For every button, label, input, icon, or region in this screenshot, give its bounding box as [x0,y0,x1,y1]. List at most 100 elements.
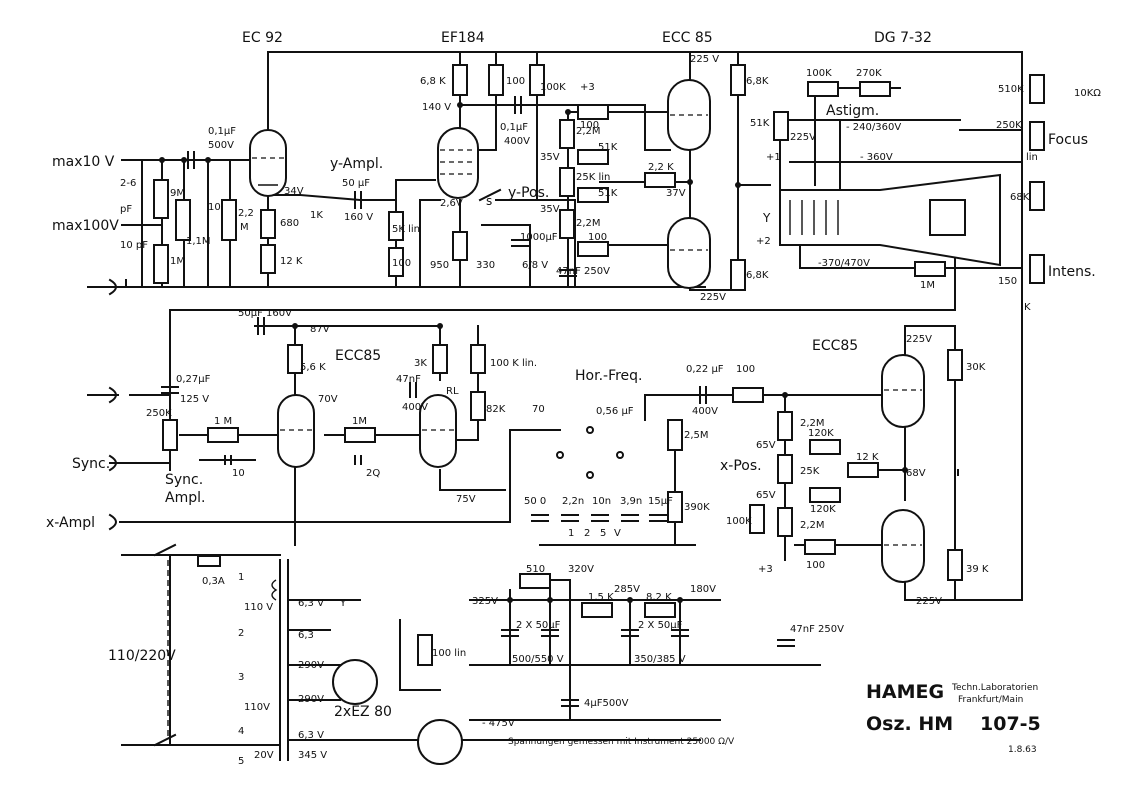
r-100f-label: 100 [806,560,825,571]
v-26-label: 2,6V [440,198,463,209]
v-225c-label: 225V [700,292,726,303]
r-22M-x-label: 2,2M [800,418,825,429]
n-3-label: +3 [580,82,595,93]
v-285-label: 285V [614,584,640,595]
r-51K-a-label: 51K [598,142,618,153]
c-022uF-label: 0,22 µF [686,364,724,375]
r-1M-s1-label: 1 M [214,416,232,427]
model-number: 107-5 [980,713,1041,735]
label-focus: Focus [1048,132,1088,148]
r-100c-label: 100 [580,120,599,131]
c-70-label: 70 [532,404,545,415]
tube-label-ecc85-x: ECC85 [812,338,858,354]
v-475-label: - 475V [482,718,515,729]
step-3-label: 5 [600,528,606,539]
measurement-note: Spannungen gemessen mit Instrument 25000… [508,737,735,747]
tap-2-label: 2 [238,628,244,639]
cap-5-label: 15µF [648,496,673,507]
label-y-pos: y-Pos. [508,185,549,201]
input-label-mains: 110/220V [108,648,176,664]
r-39K-label: 39 K [966,564,989,575]
rl-label: RL [446,386,459,397]
v-35b-label: 35V [540,204,560,215]
c-1000uF-label: 1000µF [520,232,558,243]
r-510K-label: 510K [998,84,1024,95]
r-1M-label: 1M [170,256,185,267]
c-47nF-400-label: 47nF [396,374,421,385]
r-10K-label: 10KΩ [1074,88,1101,99]
r-100K-x-label: 100K [726,516,752,527]
tube-ecc85-top [667,79,711,289]
rectifier-tubes [332,659,463,765]
winding-63c-label: 6,3 V [298,730,324,741]
r-1K-label: 1K [310,210,323,221]
c-10-s-label: 10 [232,468,245,479]
r-510-label: 510 [526,564,545,575]
resistors [153,64,1045,666]
winding-y-label: Y [339,598,347,609]
crt-dg7-32 [779,173,1001,267]
label-y-ampl: y-Ampl. [330,156,383,172]
switches [153,188,624,747]
winding-63a-label: 6,3 V [298,598,324,609]
r-100K-label: 100K [540,82,566,93]
v-125-label: 125 V [180,394,209,405]
r-22K-label: 2,2 K [648,162,674,173]
tap-4-label: 4 [238,726,244,737]
input-label-sync: Sync. [72,456,110,472]
r-25Klin-x-label: 25K [800,466,820,477]
date-label: 1.8.63 [1008,745,1037,755]
input-labels: max10 V max100V Sync. x-Ampl 110/220V [46,154,176,664]
label-intens: Intens. [1048,264,1096,280]
v-225e-label: 225V [916,596,942,607]
winding-290a-label: 290V [298,660,324,671]
r-100e-label: 100 [736,364,755,375]
v-70-label: 70V [318,394,338,405]
step-2-label: 2 [584,528,590,539]
c-2x50-a-label: 2 X 50µF [516,620,561,631]
c-01uF-500-label: 0,1µF [208,126,236,137]
r-100a-label: 100 [392,258,411,269]
c-50uF-label: 50 µF [342,178,370,189]
winding-345-label: 345 V [298,750,327,761]
v-225b-label: 225V [790,132,816,143]
r-120K-a-label: 120K [808,428,834,439]
winding-20-label: 20V [254,750,274,761]
tube-label-ec92: EC 92 [242,30,283,46]
r-25M-label: 2,5M [684,430,709,441]
r-150K-label: 150 [998,276,1017,287]
tube-label-crt: DG 7-32 [874,30,932,46]
r-680-label: 680 [280,218,299,229]
m-label: M [240,222,249,233]
c-01uF-400-label: 0,1µF [500,122,528,133]
tube-label-ecc85-top: ECC 85 [662,30,713,46]
v-160-label: 160 V [344,212,373,223]
r-30K-label: 30K [966,362,986,373]
c-056uF-label: 0,56 µF [596,406,634,417]
v-225d-label: 225V [906,334,932,345]
r-9M-label: 9M [170,188,185,199]
v-75-label: 75V [456,494,476,505]
cap-4-label: 3,9n [620,496,642,507]
v-37-label: 37V [666,188,686,199]
r-68K-label: 6,8 K [420,76,446,87]
r-12K-label: 12 K [280,256,303,267]
winding-63b-label: 6,3 [298,630,314,641]
title-block: HAMEG Techn.Laboratorien Frankfurt/Main … [508,681,1041,755]
r-68K-c-label: 6,8K [746,270,769,281]
r-25Klin-label: 25K lin [576,172,610,183]
r-68K-b-label: 6,8K [746,76,769,87]
c-027uF-label: 0,27µF [176,374,211,385]
r-68K-d-label: 68K [1010,192,1030,203]
pf-label: pF [120,204,132,215]
r-250K-label: 250K [996,120,1022,131]
v-65a-label: 65V [756,440,776,451]
input-jacks [87,278,119,531]
label-hor-freq: Hor.-Freq. [575,368,643,384]
v-35a-label: 35V [540,152,560,163]
input-label-xampl: x-Ampl [46,515,95,531]
c-2x50-b-label: 2 X 50µF [638,620,683,631]
r-3K-label: 3K [414,358,427,369]
winding-110b-label: 110V [244,702,270,713]
v-68-label: 6/8 V [522,260,548,271]
